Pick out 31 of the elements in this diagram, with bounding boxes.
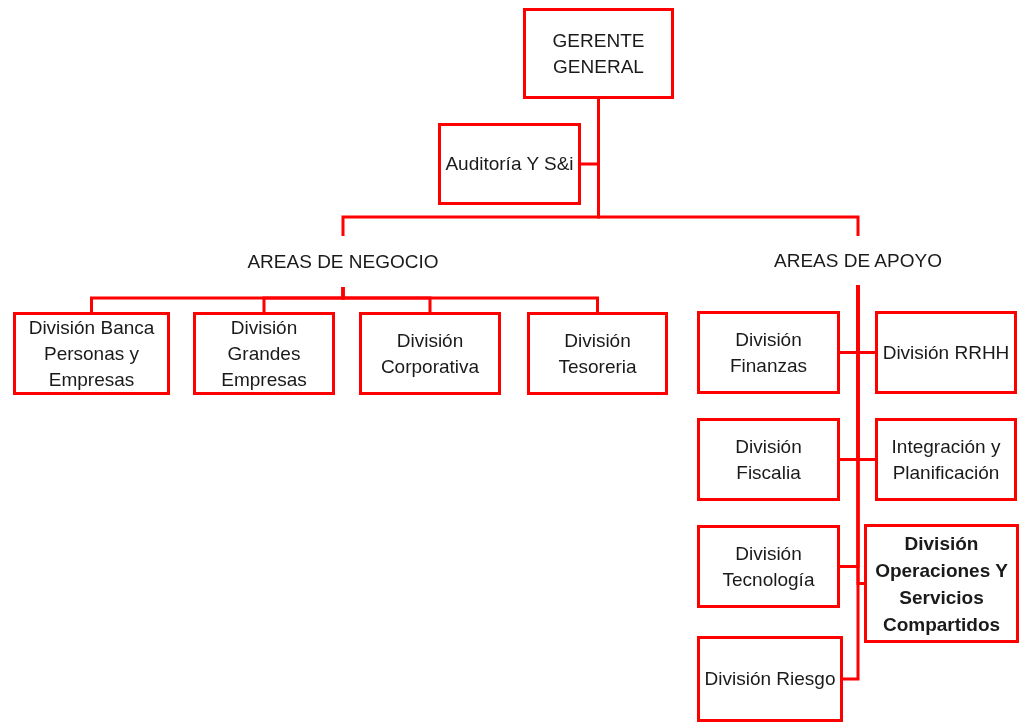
connector-line — [341, 287, 599, 312]
unit-name: División Fiscalia — [734, 434, 803, 485]
unit-name: Integración y Planificación — [890, 434, 1002, 485]
unit-name: Auditoría Y S&i — [445, 152, 574, 176]
unit-name: AREAS DE APOYO — [774, 248, 942, 273]
unit-name: División Banca Personas y Empresas — [27, 315, 156, 392]
unit-name: División Operaciones Y Servicios Compartidos — [874, 531, 1009, 637]
connector-line — [843, 285, 860, 681]
unit-name: División Grandes Empresas — [220, 315, 308, 392]
org-unit-box — [697, 418, 840, 501]
unit-name: División Riesgo — [704, 667, 836, 691]
unit-name: División Tecnología — [721, 541, 816, 592]
org-unit-box — [193, 312, 335, 395]
org-unit-box — [523, 8, 674, 99]
org-unit-box — [359, 312, 501, 395]
org-unit-box — [527, 312, 668, 395]
org-unit-box — [697, 525, 840, 608]
unit-name: GERENTE GENERAL — [551, 28, 646, 79]
org-unit-box — [697, 636, 843, 722]
unit-name: AREAS DE NEGOCIO — [247, 249, 439, 274]
unit-name: División Tesoreria — [557, 328, 638, 379]
org-unit-box — [875, 311, 1017, 394]
org-unit-box — [13, 312, 170, 395]
unit-name: División RRHH — [882, 340, 1010, 365]
unit-name: División Corporativa — [379, 328, 481, 379]
org-unit-box — [875, 418, 1017, 501]
unit-name: División Finanzas — [728, 327, 809, 378]
org-unit-box — [697, 311, 840, 394]
org-unit-box — [438, 123, 581, 205]
connector-line — [597, 99, 860, 236]
org-unit-box — [864, 524, 1019, 643]
